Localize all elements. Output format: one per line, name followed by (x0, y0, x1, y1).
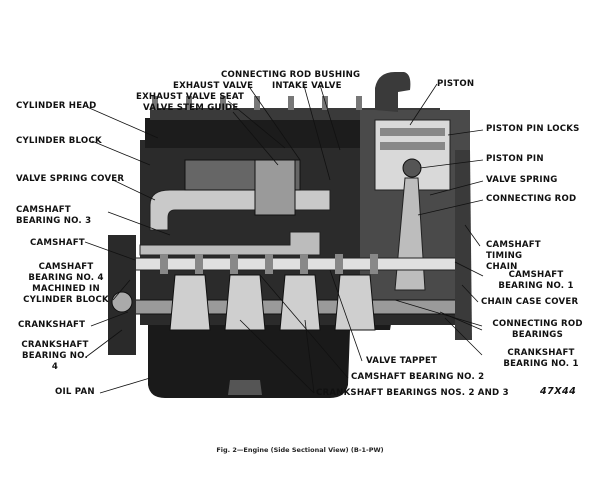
label-crankshaft-bearing-1: CRANKSHAFT BEARING NO. 1 (503, 348, 579, 369)
label-crankshaft-bearings-2-3: CRANKSHAFT BEARINGS NOS. 2 AND 3 (316, 388, 509, 398)
label-camshaft-timing-chain: CAMSHAFT TIMING CHAIN (486, 240, 541, 272)
label-chain-case-cover: CHAIN CASE COVER (481, 297, 579, 307)
label-valve-tappet: VALVE TAPPET (366, 356, 438, 366)
label-connecting-rod-bearings: CONNECTING ROD BEARINGS (492, 319, 583, 340)
label-piston-pin: PISTON PIN (486, 154, 544, 164)
label-exhaust-valve: EXHAUST VALVE (173, 81, 254, 91)
chain-case (455, 150, 472, 340)
label-cylinder-block: CYLINDER BLOCK (16, 136, 102, 146)
figure-caption: Fig. 2—Engine (Side Sectional View) (B-1… (216, 446, 384, 454)
figure-number: 47X44 (540, 386, 577, 397)
label-piston: PISTON (437, 79, 475, 89)
label-camshaft-bearing-2: CAMSHAFT BEARING NO. 2 (351, 372, 485, 382)
label-oil-pan: OIL PAN (55, 387, 95, 397)
label-intake-valve: INTAKE VALVE (272, 81, 342, 91)
label-crankshaft: CRANKSHAFT (18, 320, 86, 330)
label-camshaft-bearing-4: CAMSHAFT BEARING NO. 4 MACHINED IN CYLIN… (23, 262, 109, 305)
label-valve-spring-cover: VALVE SPRING COVER (16, 174, 125, 184)
label-camshaft-bearing-3: CAMSHAFT BEARING NO. 3 (16, 205, 92, 226)
label-exhaust-valve-seat: EXHAUST VALVE SEAT (136, 92, 245, 102)
label-camshaft-bearing-1: CAMSHAFT BEARING NO. 1 (498, 270, 574, 291)
label-cylinder-head: CYLINDER HEAD (16, 101, 97, 111)
label-connecting-rod-bushing: CONNECTING ROD BUSHING (221, 70, 361, 80)
label-connecting-rod: CONNECTING ROD (486, 194, 577, 204)
label-piston-pin-locks: PISTON PIN LOCKS (486, 124, 580, 134)
label-camshaft: CAMSHAFT (30, 238, 85, 248)
intake-pipe (375, 72, 411, 112)
label-valve-stem-guide: VALVE STEM GUIDE (143, 103, 239, 113)
label-valve-spring: VALVE SPRING (486, 175, 558, 185)
camshaft-shape (129, 257, 461, 271)
label-crankshaft-bearing-4: CRANKSHAFT BEARING NO. 4 (21, 340, 89, 372)
